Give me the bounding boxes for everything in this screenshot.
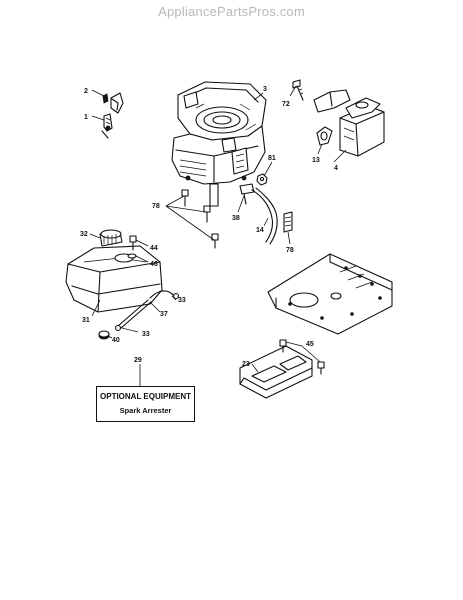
callout-45: 45	[306, 341, 314, 348]
cable-bracket-part[interactable]	[101, 92, 124, 139]
engine-part[interactable]	[171, 81, 267, 207]
heat-shield-part[interactable]	[239, 345, 313, 399]
hex-nut-part[interactable]	[256, 173, 268, 186]
callout-13: 13	[312, 157, 320, 164]
callout-78-clamp: 78	[286, 247, 294, 254]
callout-3: 3	[263, 86, 267, 93]
leader-lines	[89, 85, 347, 386]
callout-33-lower: 33	[142, 331, 150, 338]
callout-33-upper: 33	[178, 297, 186, 304]
fuel-tank-part[interactable]	[65, 245, 163, 313]
optional-equipment-title: OPTIONAL EQUIPMENT	[100, 392, 191, 401]
heat-shield-bolts-part[interactable]	[279, 339, 325, 375]
callout-44: 44	[150, 245, 158, 252]
chassis-frame-part[interactable]	[267, 253, 393, 335]
fuel-cap-part[interactable]	[99, 229, 123, 247]
exhaust-gasket-part[interactable]	[316, 126, 333, 146]
callout-78-engine: 78	[152, 203, 160, 210]
optional-equipment-box: OPTIONAL EQUIPMENT Spark Arrester	[96, 386, 195, 422]
callout-32: 32	[80, 231, 88, 238]
callout-23: 23	[242, 361, 250, 368]
callout-labels: 2 1 3 72 4 13 81 78 38 14 78 32 44 46 33…	[80, 86, 338, 368]
callout-29: 29	[134, 357, 142, 364]
tank-bolt-part[interactable]	[129, 235, 137, 251]
callout-31: 31	[82, 317, 90, 324]
callout-2: 2	[84, 88, 88, 95]
tank-fuel-hose-part[interactable]	[114, 290, 180, 332]
callout-72: 72	[282, 101, 290, 108]
fuel-line-part[interactable]	[251, 187, 278, 245]
grommet-part[interactable]	[98, 330, 110, 340]
spark-arrester-label: Spark Arrester	[119, 406, 172, 415]
tank-washer-part[interactable]	[127, 253, 137, 259]
callout-46: 46	[150, 261, 158, 268]
callout-14: 14	[256, 227, 264, 234]
callout-40: 40	[112, 337, 120, 344]
callout-1: 1	[84, 114, 88, 121]
muffler-bolt-part[interactable]	[292, 79, 304, 101]
callout-81: 81	[268, 155, 276, 162]
muffler-part[interactable]	[313, 89, 385, 157]
site-watermark: AppliancePartsPros.com	[158, 4, 305, 19]
callout-38: 38	[232, 215, 240, 222]
callout-37: 37	[160, 311, 168, 318]
callout-4: 4	[334, 165, 338, 172]
mounting-bolts-part[interactable]	[181, 189, 219, 249]
fuel-fitting-part[interactable]	[239, 183, 255, 205]
fuel-line-clamp-part[interactable]	[283, 211, 293, 233]
